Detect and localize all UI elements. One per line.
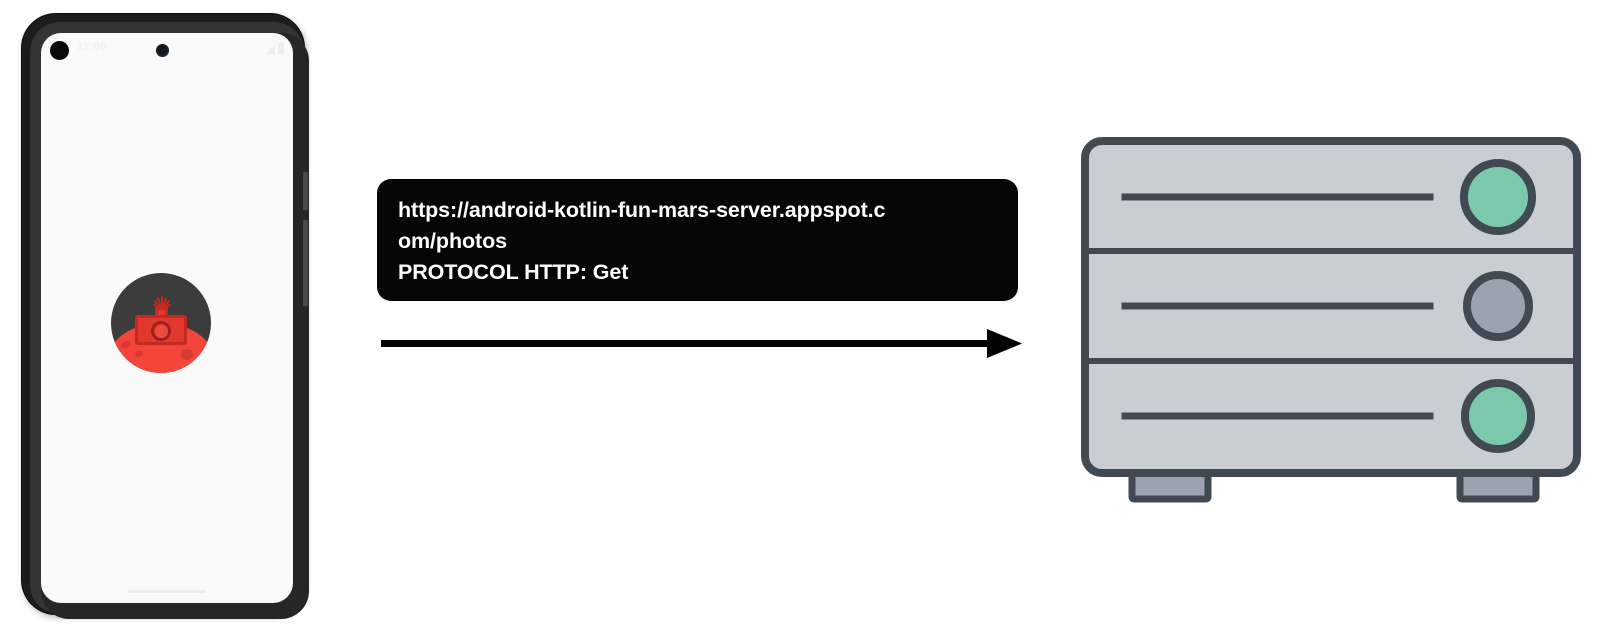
status-bar-time: 12:00 xyxy=(77,41,107,53)
request-url-box: https://android-kotlin-fun-mars-server.a… xyxy=(377,179,1018,301)
front-camera-punch-hole-icon xyxy=(156,44,169,57)
camera-lens-glint xyxy=(154,324,168,338)
notification-dot-icon xyxy=(50,41,69,60)
mars-crater xyxy=(181,349,193,360)
camera-flash-hump xyxy=(155,307,168,316)
status-led-gray xyxy=(1463,271,1533,341)
power-button[interactable] xyxy=(303,172,308,210)
web-server-illustration xyxy=(1081,137,1581,503)
android-phone: 12:00 xyxy=(18,10,309,619)
status-led-green xyxy=(1460,159,1536,235)
home-gesture-bar[interactable] xyxy=(128,590,206,593)
phone-outer-frame: 12:00 xyxy=(22,14,309,619)
status-bar-icons xyxy=(266,43,284,54)
request-arrow xyxy=(381,329,1022,358)
status-bar: 12:00 xyxy=(41,33,293,67)
mars-photos-app-logo-icon xyxy=(111,273,211,373)
arrow-head xyxy=(987,329,1022,358)
camera-flash-rays-icon xyxy=(139,287,185,312)
volume-rocker[interactable] xyxy=(303,220,308,306)
battery-icon xyxy=(278,43,284,54)
status-led-green xyxy=(1461,379,1535,453)
request-url-line-2: om/photos xyxy=(398,229,507,253)
phone-screen[interactable]: 12:00 xyxy=(41,33,293,603)
request-protocol-line: PROTOCOL HTTP: Get xyxy=(398,260,629,284)
request-url-line-1: https://android-kotlin-fun-mars-server.a… xyxy=(398,198,886,222)
signal-bars-icon xyxy=(266,45,275,54)
